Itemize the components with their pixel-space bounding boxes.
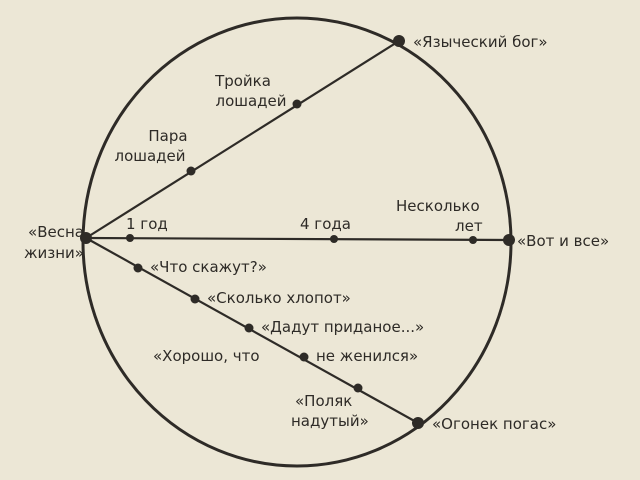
label-spring-2: жизни»: [24, 244, 84, 262]
node-pair: [186, 166, 196, 176]
label-pair-1: Пара: [148, 127, 187, 145]
label-good-that: «Хорошо, что: [153, 347, 260, 365]
node-1-year: [126, 234, 134, 242]
label-1-year: 1 год: [126, 215, 168, 233]
label-troika-1: Тройка: [214, 72, 271, 90]
label-pole-1: «Поляк: [295, 392, 352, 410]
node-4-years: [330, 235, 338, 243]
label-fire-out: «Огонек погас»: [432, 415, 556, 433]
label-thats-all: «Вот и все»: [517, 232, 609, 250]
label-spring-1: «Весна: [28, 223, 84, 241]
node-pole: [353, 383, 363, 393]
label-what-say: «Что скажут?»: [150, 258, 267, 276]
node-what-say: [133, 263, 143, 273]
label-pole-2: надутый»: [291, 412, 369, 430]
node-troika: [292, 99, 302, 109]
label-4-years: 4 года: [300, 215, 351, 233]
label-troika-2: лошадей: [215, 92, 286, 110]
node-several-years: [469, 236, 477, 244]
label-pagan-god: «Языческий бог»: [413, 33, 548, 51]
label-several-2: лет: [455, 217, 483, 235]
node-dowry: [244, 323, 254, 333]
node-fire-out: [412, 417, 424, 429]
node-pagan-god: [393, 35, 405, 47]
label-dowry: «Дадут приданое...»: [261, 318, 424, 336]
node-not-married: [299, 352, 309, 362]
label-several-1: Несколько: [396, 197, 480, 215]
line-to-pagan-god: [85, 40, 400, 239]
node-thats-all: [503, 234, 515, 246]
label-how-much: «Сколько хлопот»: [207, 289, 351, 307]
node-spring: [80, 232, 92, 244]
node-how-much: [190, 294, 200, 304]
label-pair-2: лошадей: [114, 147, 185, 165]
line-to-thats-all: [85, 236, 510, 242]
label-not-married: не женился»: [316, 347, 418, 365]
